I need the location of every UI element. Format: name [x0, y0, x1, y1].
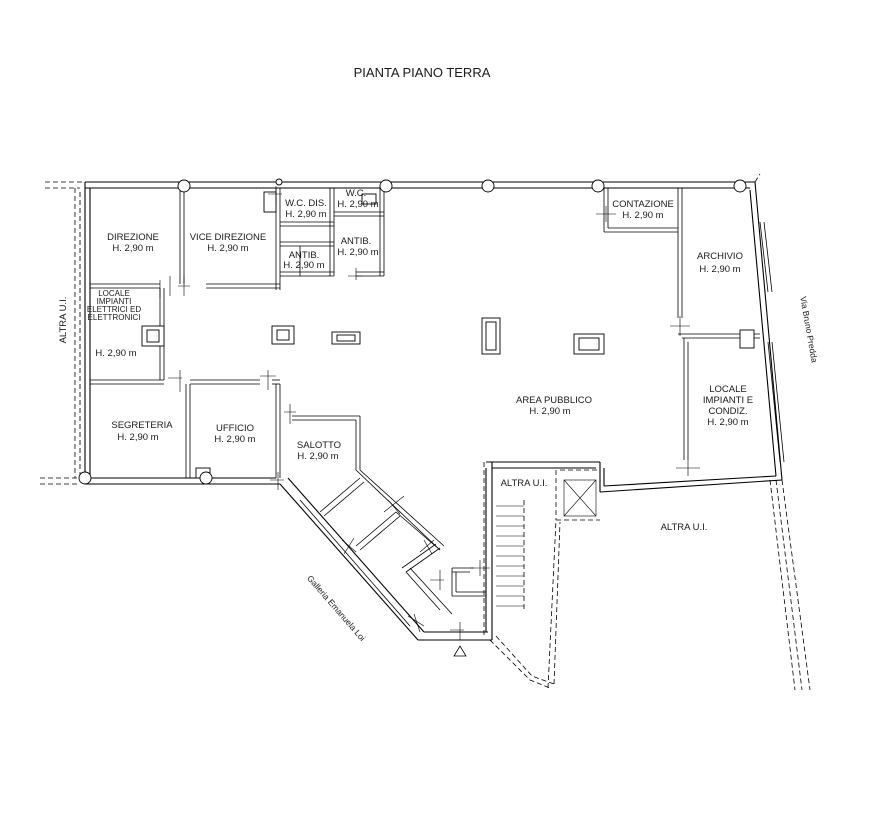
altra-ui-left-label: ALTRA U.I. — [58, 297, 69, 344]
room-contazione-height: H. 2,90 m — [622, 210, 663, 221]
room-salotto-name: SALOTTO — [297, 440, 341, 451]
room-contazione-name: CONTAZIONE — [612, 199, 674, 210]
room-locale-condiz-height: H. 2,90 m — [707, 417, 748, 428]
room-labels: DIREZIONE H. 2,90 m VICE DIREZIONE H. 2,… — [58, 188, 820, 643]
room-segreteria-name: SEGRETERIA — [111, 420, 173, 431]
entrance-triangle-icon — [453, 645, 467, 657]
altra-ui-stair-label: ALTRA U.I. — [501, 478, 548, 489]
room-area-pubblico-height: H. 2,90 m — [529, 406, 570, 417]
room-antib-left-name: ANTIB. — [289, 250, 320, 261]
plan-title: PIANTA PIANO TERRA — [354, 65, 491, 80]
room-locale-elettrici-line2: IMPIANTI — [97, 297, 132, 306]
room-locale-elettrici-line1: LOCALE — [98, 289, 130, 298]
room-wc-height: H. 2,90 m — [337, 199, 378, 210]
street-via-bruno-predda: Via Bruno Predda — [798, 296, 820, 364]
room-segreteria-height: H. 2,90 m — [117, 432, 158, 443]
room-archivio-height: H. 2,90 m — [699, 264, 740, 275]
outer-walls — [84, 181, 785, 641]
free-pillars — [271, 317, 605, 355]
room-ufficio-name: UFFICIO — [216, 423, 254, 434]
left-neighbour-boundary — [40, 181, 85, 485]
room-archivio-name: ARCHIVIO — [697, 251, 743, 262]
door-marks — [159, 186, 700, 640]
room-locale-elettrici-line3: ELETTRICI ED — [87, 305, 141, 314]
room-salotto-height: H. 2,90 m — [297, 451, 338, 462]
room-area-pubblico-name: AREA PUBBLICO — [516, 395, 592, 406]
room-antib-right-name: ANTIB. — [341, 236, 372, 247]
room-locale-elettrici-line4: ELETTRONICI — [88, 313, 141, 322]
room-wc-dis-name: W.C. DIS. — [285, 198, 327, 209]
room-locale-condiz-line3: CONDIZ. — [708, 406, 747, 417]
stair-neighbour-block — [483, 173, 811, 691]
room-locale-condiz-line2: IMPIANTI E — [703, 395, 753, 406]
room-vice-direzione-height: H. 2,90 m — [207, 243, 248, 254]
room-antib-right-height: H. 2,90 m — [337, 247, 378, 258]
room-wc-dis-height: H. 2,90 m — [285, 209, 326, 220]
room-locale-condiz-line1: LOCALE — [709, 384, 747, 395]
wall-columns — [78, 178, 747, 485]
room-ufficio-height: H. 2,90 m — [214, 434, 255, 445]
interior-walls — [90, 188, 760, 615]
room-locale-elettrici-height: H. 2,90 m — [95, 348, 136, 359]
room-antib-left-height: H. 2,90 m — [283, 260, 324, 271]
room-vice-direzione-name: VICE DIREZIONE — [190, 232, 267, 243]
room-direzione-height: H. 2,90 m — [112, 243, 153, 254]
room-direzione-name: DIREZIONE — [107, 232, 159, 243]
street-galleria-emanuela-loi: Galleria Emanuela Loi — [305, 573, 367, 643]
room-wc-name: W.C. — [346, 188, 367, 199]
altra-ui-right-label: ALTRA U.I. — [661, 522, 708, 533]
